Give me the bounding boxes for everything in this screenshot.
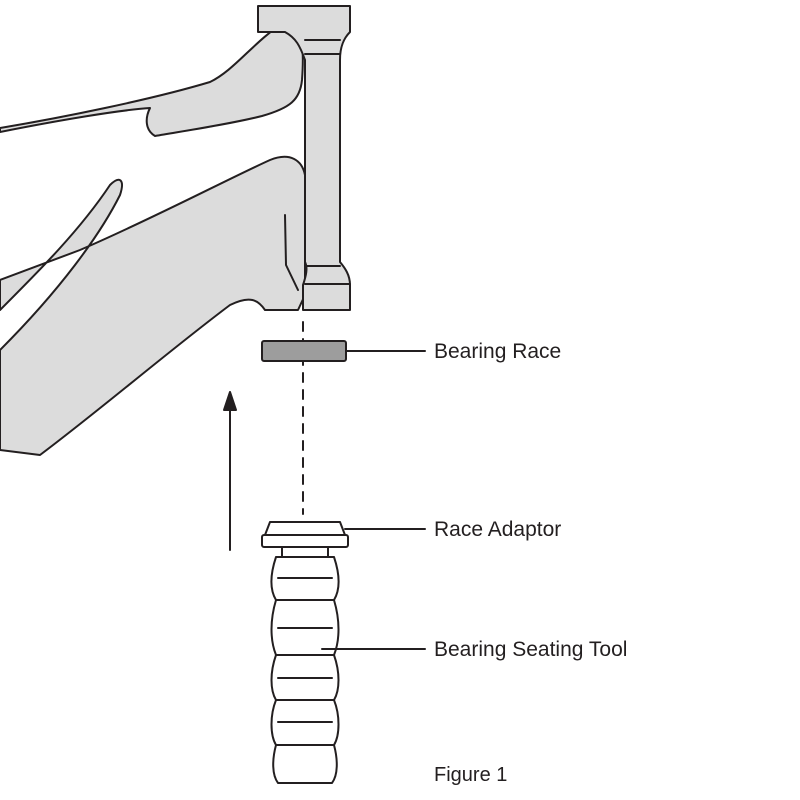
figure-caption: Figure 1 (434, 764, 508, 786)
race-adaptor-label: Race Adaptor (434, 518, 562, 541)
race-adaptor (261, 521, 349, 558)
bearing-race-label: Bearing Race (434, 340, 562, 363)
bike-frame (0, 5, 351, 456)
top-tube (0, 20, 304, 137)
head-tube (257, 5, 351, 311)
head-cup-bottom (304, 265, 351, 285)
down-tube (0, 155, 306, 456)
lug-seam (284, 214, 299, 291)
head-cup-top (304, 39, 341, 55)
upward-arrow-icon (223, 391, 237, 551)
bearing-race (261, 340, 347, 362)
tool-ridges (275, 577, 335, 746)
bearing-seating-tool-label: Bearing Seating Tool (434, 638, 628, 661)
bearing-seating-tool (270, 556, 340, 784)
